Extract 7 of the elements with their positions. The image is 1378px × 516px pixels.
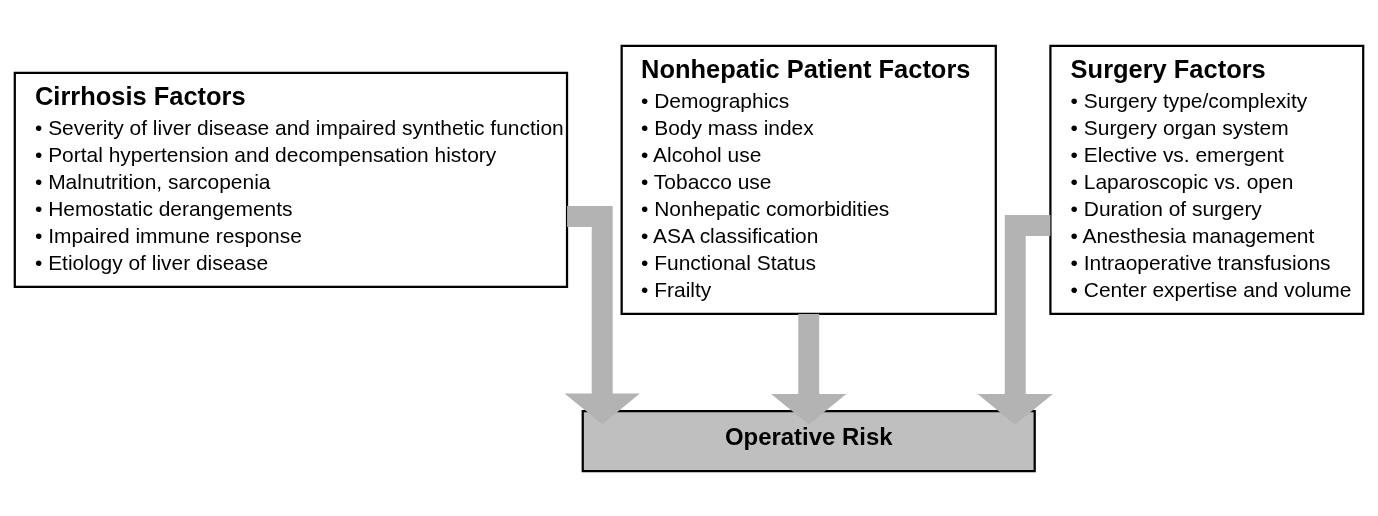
arrow: [564, 205, 640, 424]
arrow: [771, 313, 847, 425]
node-box: Cirrhosis Factors • Severity of liver disease and impaired synthetic function • Portal hypertension and decompensation history • Malnutrition, sarcopenia • Hemostatic derangements • Impaired immune response • Etiology of liver disease: [13, 71, 569, 288]
node-box: Nonhepatic Patient Factors • Demographics • Body mass index • Alcohol use • Tobacco use • Nonhepatic comorbidities • ASA classification • Functional Status • Frailty: [620, 44, 997, 315]
node-box: Surgery Factors • Surgery type/complexity • Surgery organ system • Elective vs. emergent • Laparoscopic vs. open • Duration of surgery • Anesthesia management • Intraoperative transfusions • Center expertise and volume: [1049, 44, 1365, 315]
node-box: Operative Risk: [581, 409, 1036, 472]
arrow: [977, 214, 1053, 425]
